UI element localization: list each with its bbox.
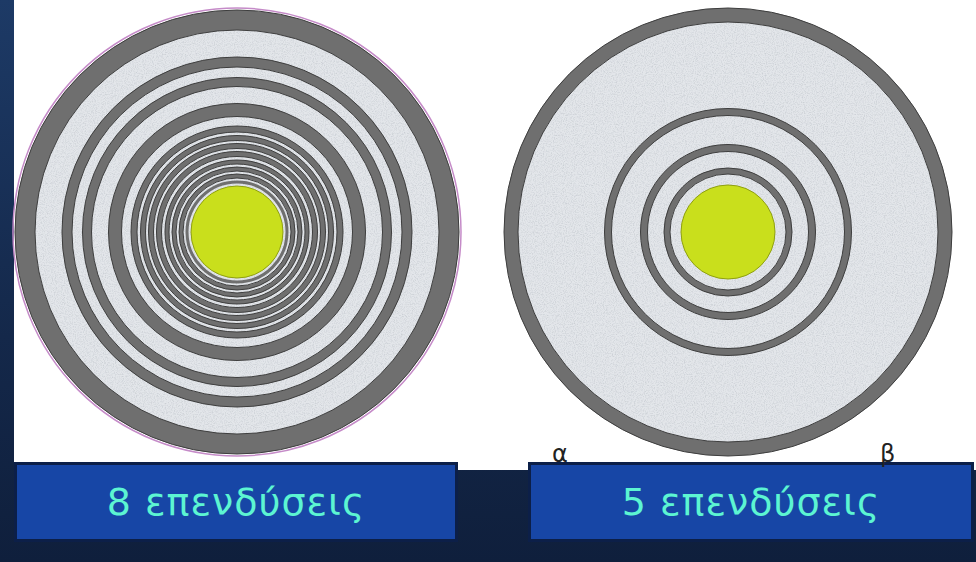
caption-box: 5 επενδύσεις bbox=[528, 462, 974, 542]
caption-box: 8 επενδύσεις bbox=[14, 462, 458, 542]
cladding-count: 8 επενδύσεις bbox=[107, 480, 365, 524]
fiber-beta bbox=[504, 8, 952, 456]
figure-letter: α bbox=[552, 440, 568, 468]
fiber-alpha bbox=[13, 8, 461, 456]
cladding-count: 5 επενδύσεις bbox=[622, 480, 880, 524]
figure-letter: β bbox=[880, 440, 895, 468]
